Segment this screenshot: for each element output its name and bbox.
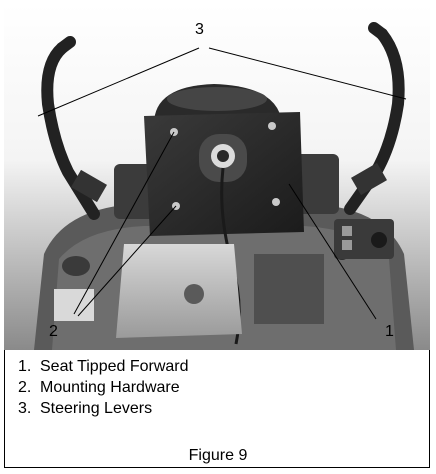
leader-line-1: [288, 183, 377, 320]
callout-2: 2: [49, 323, 58, 340]
leader-line-2-a: [73, 131, 175, 315]
callout-1: 1: [385, 323, 394, 340]
figure-photo: [4, 4, 430, 350]
legend-item: 1.Seat Tipped Forward: [18, 358, 189, 375]
figure-legend: 1.Seat Tipped Forward 2.Mounting Hardwar…: [18, 356, 189, 419]
leader-line-2-b: [77, 205, 177, 317]
legend-item: 2.Mounting Hardware: [18, 379, 180, 396]
bolt-icon: [272, 198, 280, 206]
left-steering-lever: [41, 42, 100, 220]
leader-line-3-right: [208, 47, 407, 100]
right-steering-lever: [344, 28, 405, 215]
legend-item: 3.Steering Levers: [18, 400, 153, 417]
bolt-icon: [268, 122, 276, 130]
engine: [116, 244, 242, 338]
leader-line-3-left: [37, 47, 200, 117]
callout-3: 3: [195, 21, 204, 38]
figure-caption: Figure 9: [188, 447, 248, 464]
